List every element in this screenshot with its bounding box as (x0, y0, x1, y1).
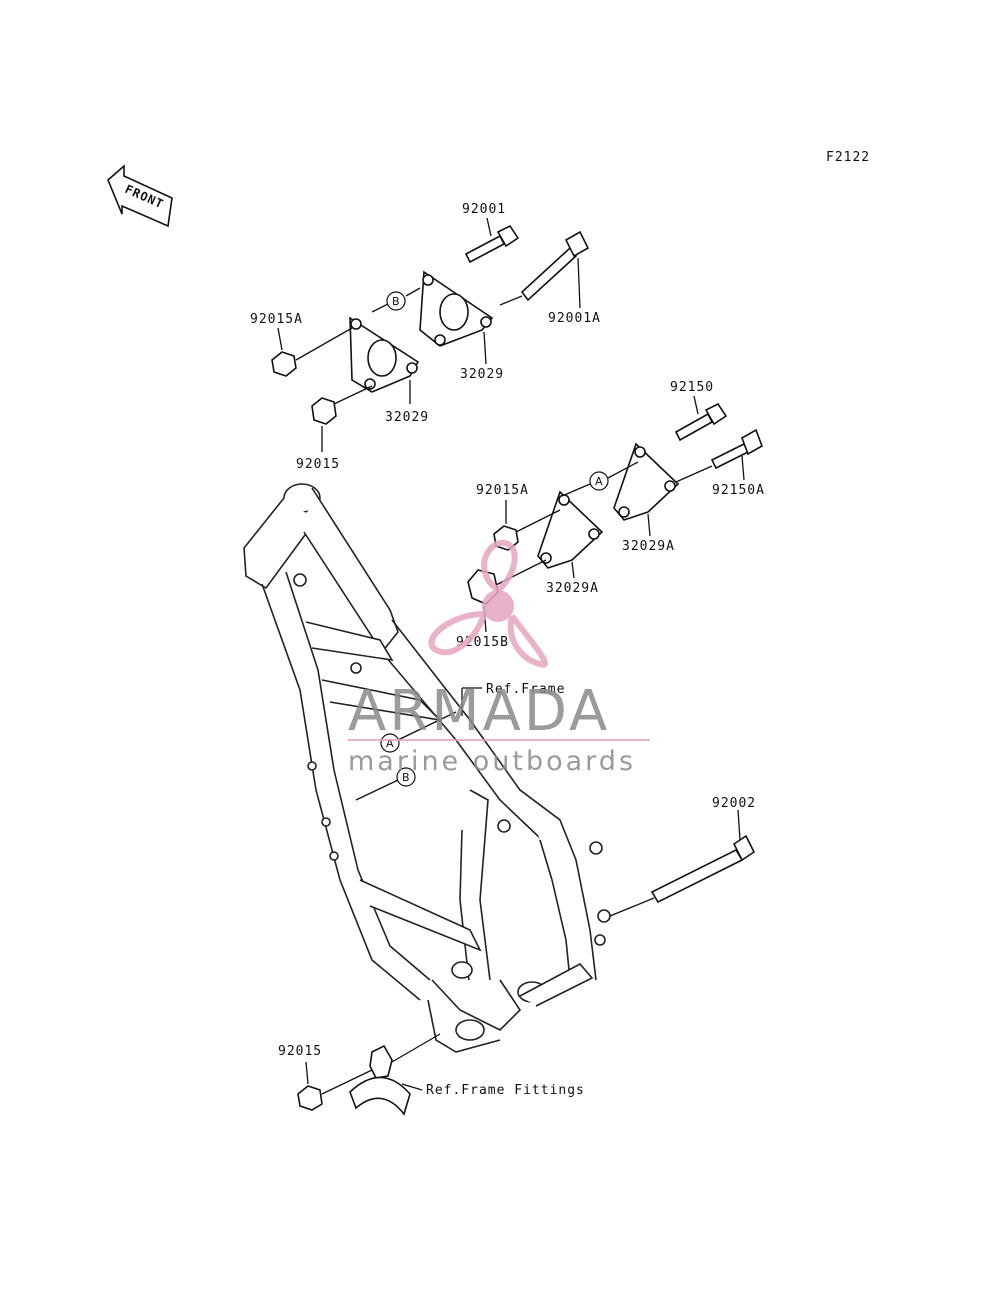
watermark-brand: ARMADA (348, 679, 610, 744)
bracket-plate-32029a-lower-icon (537, 490, 604, 569)
nut-92015-bottom-icon (297, 1085, 323, 1111)
ref-frame-label: Ref.Frame (486, 682, 565, 697)
watermark-logo: ARMADA marine outboards (348, 539, 650, 777)
marker-a-frame: A (380, 733, 400, 753)
nut-92015-top-icon (311, 397, 337, 425)
bolt-92150-icon (674, 402, 728, 442)
frame-icon (243, 483, 611, 1053)
bolt-92002-icon (609, 834, 756, 917)
label-32029a-lower: 32029A (546, 581, 599, 596)
front-arrow-icon: FRONT (107, 164, 173, 228)
marker-a-mid: A (589, 471, 609, 491)
marker-b-upper: B (386, 291, 406, 311)
label-92015a-mid: 92015A (476, 483, 529, 498)
ref-frame-fittings-label: Ref.Frame Fittings (426, 1083, 585, 1098)
label-92150a: 92150A (712, 483, 765, 498)
watermark-tagline: marine outboards (348, 746, 636, 777)
svg-text:B: B (392, 295, 400, 308)
bracket-plate-32029-lower-icon (349, 316, 420, 393)
propeller-logo-icon (428, 539, 548, 668)
label-92015a-top: 92015A (250, 312, 303, 327)
label-92002: 92002 (712, 796, 756, 811)
label-92015-top: 92015 (296, 457, 340, 472)
label-32029a-upper: 32029A (622, 539, 675, 554)
bolt-92150a-icon (675, 428, 763, 483)
label-92001a: 92001A (548, 311, 601, 326)
bolt-92001a-icon (499, 230, 590, 306)
svg-text:A: A (386, 737, 394, 750)
label-92150: 92150 (670, 380, 714, 395)
nut-92015a-top-icon (271, 351, 297, 377)
label-92001: 92001 (462, 202, 506, 217)
frame-fitting-icon (349, 1044, 411, 1116)
label-32029-lower: 32029 (385, 410, 429, 425)
figure-code: F2122 (826, 150, 870, 165)
svg-text:A: A (595, 475, 603, 488)
label-32029-upper: 32029 (460, 367, 504, 382)
bracket-plate-32029-upper-icon (419, 270, 494, 347)
marker-b-frame: B (396, 767, 416, 787)
bracket-plate-32029a-upper-icon (613, 442, 680, 521)
svg-text:B: B (402, 771, 410, 784)
bolt-92001-icon (464, 224, 520, 264)
label-92015-bottom: 92015 (278, 1044, 322, 1059)
